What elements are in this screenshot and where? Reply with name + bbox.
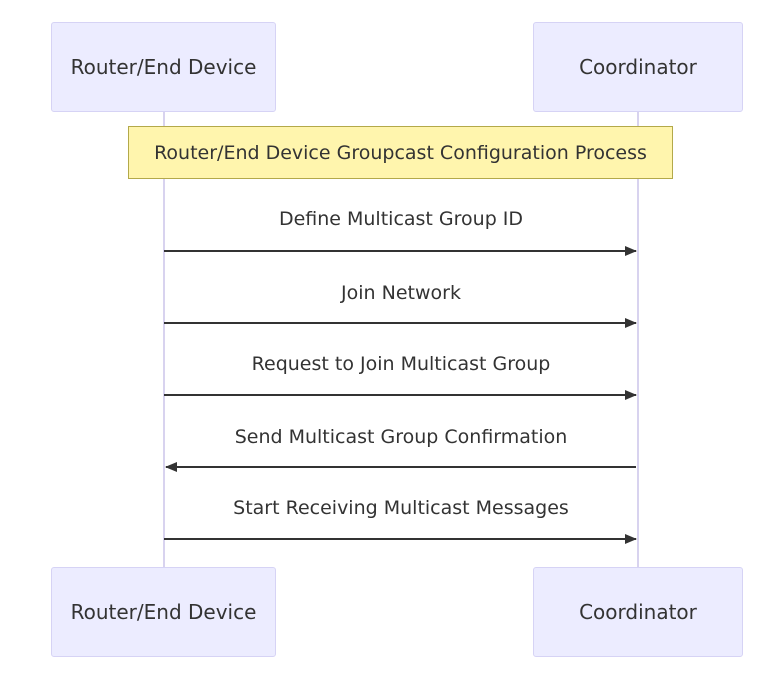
participant-router-end-device-top: Router/End Device [51,22,276,112]
message-label-request-to-join: Request to Join Multicast Group [251,353,551,375]
message-label-start-receiving: Start Receiving Multicast Messages [233,497,569,519]
message-label-send-confirmation: Send Multicast Group Confirmation [234,426,568,448]
participant-label: Router/End Device [70,600,257,624]
message-label-join-network: Join Network [341,282,461,304]
participant-label: Router/End Device [70,55,257,79]
message-label-define-multicast-group-id: Define Multicast Group ID [278,208,524,230]
note-configuration-process: Router/End Device Groupcast Configuratio… [128,126,673,179]
note-text: Router/End Device Groupcast Configuratio… [154,141,647,164]
participant-router-end-device-bottom: Router/End Device [51,567,276,657]
participant-label: Coordinator [579,55,697,79]
lifeline-router-end-device [163,110,165,568]
participant-coordinator-bottom: Coordinator [533,567,743,657]
participant-coordinator-top: Coordinator [533,22,743,112]
lifeline-coordinator [637,110,639,568]
participant-label: Coordinator [579,600,697,624]
